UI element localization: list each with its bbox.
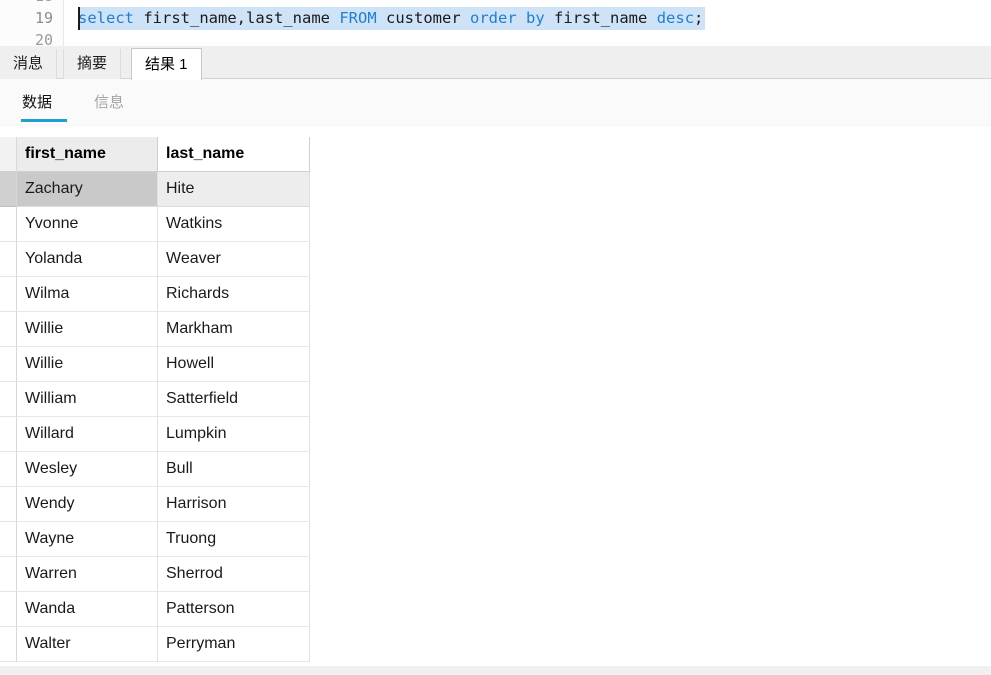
grid-cell[interactable]: Bull [158, 452, 310, 487]
sql-token [377, 9, 386, 27]
row-header-cell[interactable] [0, 522, 17, 557]
grid-cell[interactable]: Hite [158, 172, 310, 207]
sql-keyword: FROM [339, 9, 377, 27]
row-header-cell[interactable] [0, 347, 17, 382]
sql-token: ; [694, 9, 704, 27]
sql-token: first_name,last_name [143, 9, 330, 27]
sql-token [545, 9, 554, 27]
text-cursor [78, 7, 80, 30]
grid-cell[interactable]: Howell [158, 347, 310, 382]
line-number: 18 [0, 0, 53, 7]
sql-statement-line[interactable]: select first_name,last_name FROM custome… [78, 7, 706, 30]
result-subtab-bar: 数据 信息 [0, 79, 991, 127]
grid-cell[interactable]: Walter [17, 627, 158, 662]
sql-token [134, 9, 143, 27]
grid-corner-cell [0, 137, 17, 172]
row-header-cell[interactable] [0, 627, 17, 662]
grid-cell[interactable]: Sherrod [158, 557, 310, 592]
sql-token [647, 9, 656, 27]
grid-cell[interactable]: Wesley [17, 452, 158, 487]
sql-token: first_name [554, 9, 648, 27]
row-header-cell[interactable] [0, 417, 17, 452]
row-header-cell[interactable] [0, 207, 17, 242]
result-tab-bar: 消息 摘要 结果 1 [0, 46, 991, 80]
tab-result-1[interactable]: 结果 1 [131, 48, 202, 80]
grid-cell[interactable]: Warren [17, 557, 158, 592]
sql-keyword: desc [656, 9, 695, 27]
grid-cell[interactable]: William [17, 382, 158, 417]
sql-keyword: order [470, 9, 517, 27]
grid-cell[interactable]: Watkins [158, 207, 310, 242]
grid-cell[interactable]: Satterfield [158, 382, 310, 417]
grid-cell[interactable]: Richards [158, 277, 310, 312]
grid-cell[interactable]: Yolanda [17, 242, 158, 277]
subtab-active-indicator [21, 119, 67, 122]
grid-cell[interactable]: Zachary [17, 172, 158, 207]
column-header-last-name[interactable]: last_name [158, 137, 310, 172]
tab-summary[interactable]: 摘要 [63, 49, 122, 79]
subtab-info[interactable]: 信息 [94, 94, 125, 111]
row-header-cell[interactable] [0, 277, 17, 312]
row-header-cell[interactable] [0, 382, 17, 417]
line-number: 20 [34, 31, 53, 46]
grid-cell[interactable]: Perryman [158, 627, 310, 662]
grid-cell[interactable]: Yvonne [17, 207, 158, 242]
row-header-cell[interactable] [0, 592, 17, 627]
row-header-cell[interactable] [0, 242, 17, 277]
row-header-cell[interactable] [0, 557, 17, 592]
grid-cell[interactable]: Lumpkin [158, 417, 310, 452]
grid-cell[interactable]: Wanda [17, 592, 158, 627]
sql-keyword: select [78, 9, 134, 27]
grid-cell[interactable]: Wayne [17, 522, 158, 557]
subtab-data[interactable]: 数据 [22, 94, 53, 111]
row-header-cell[interactable] [0, 312, 17, 347]
grid-cell[interactable]: Willard [17, 417, 158, 452]
grid-cell[interactable]: Wendy [17, 487, 158, 522]
grid-cell[interactable]: Willie [17, 312, 158, 347]
row-header-cell[interactable] [0, 172, 17, 207]
line-number: 19 [34, 9, 53, 27]
row-header-cell[interactable] [0, 452, 17, 487]
sql-token [330, 9, 339, 27]
grid-cell[interactable]: Weaver [158, 242, 310, 277]
column-header-first-name[interactable]: first_name [17, 137, 158, 172]
sql-token: customer [386, 9, 461, 27]
row-header-cell[interactable] [0, 487, 17, 522]
line-number-gutter: 18 19 20 [0, 0, 64, 46]
grid-cell[interactable]: Patterson [158, 592, 310, 627]
status-strip [0, 666, 991, 675]
sql-token [461, 9, 470, 27]
tab-messages[interactable]: 消息 [0, 49, 58, 79]
grid-cell[interactable]: Willie [17, 347, 158, 382]
grid-cell[interactable]: Harrison [158, 487, 310, 522]
grid-cell[interactable]: Truong [158, 522, 310, 557]
sql-token [517, 9, 526, 27]
sql-editor[interactable]: 18 19 20 select first_name,last_name FRO… [0, 0, 991, 46]
grid-cell[interactable]: Wilma [17, 277, 158, 312]
sql-keyword: by [526, 9, 545, 27]
grid-cell[interactable]: Markham [158, 312, 310, 347]
